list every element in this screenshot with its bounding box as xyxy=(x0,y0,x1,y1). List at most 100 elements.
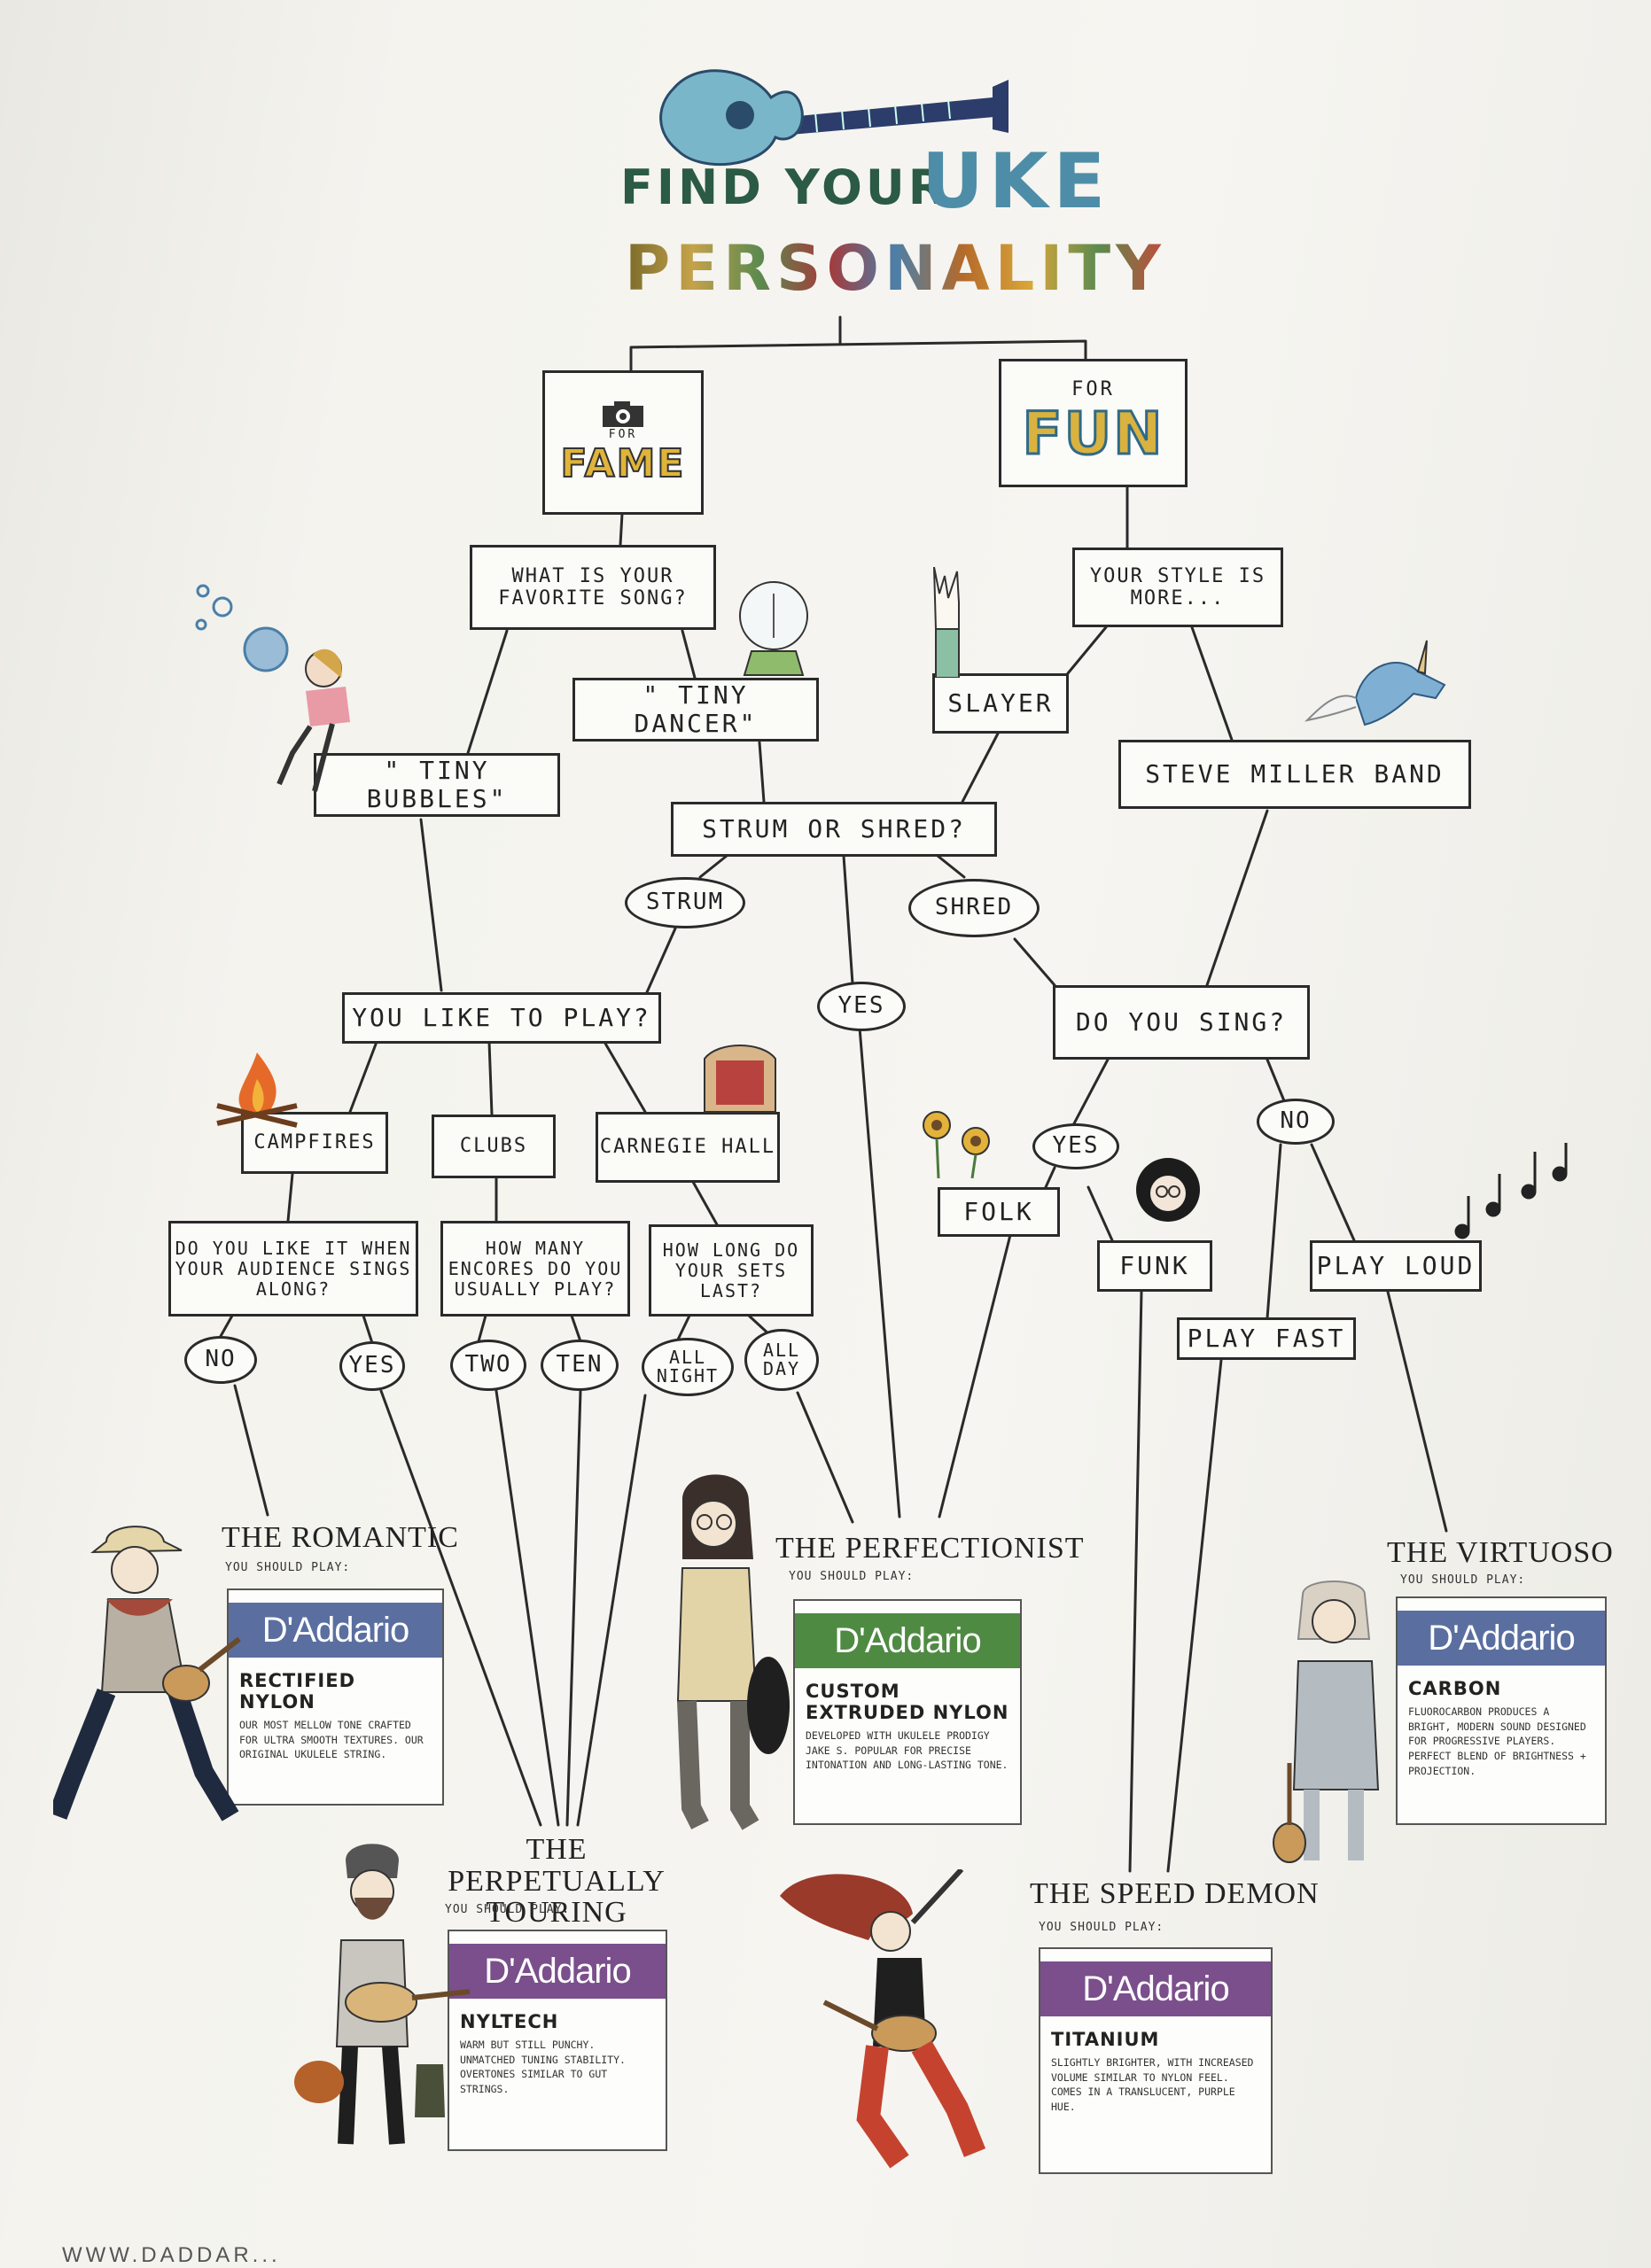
speed-demon-desc: SLIGHTLY BRIGHTER, WITH INCREASED VOLUME… xyxy=(1051,2056,1254,2114)
line-q2-two xyxy=(477,1314,487,1343)
perfectionist-title: THE PERFECTIONIST xyxy=(775,1532,1085,1565)
shred-answer: SHRED xyxy=(908,879,1040,937)
perfectionist-desc: DEVELOPED WITH UKULELE PRODIGY JAKE S. P… xyxy=(806,1729,1009,1772)
virtuoso-card: D'Addario CARBON FLUOROCARBON PRODUCES A… xyxy=(1396,1596,1607,1825)
fun-label: FUN xyxy=(1021,399,1164,469)
romantic-figure xyxy=(53,1526,241,1821)
campfires-answer: CAMPFIRES xyxy=(241,1112,388,1174)
style-question: YOUR STYLE IS MORE... xyxy=(1072,548,1283,627)
speed-demon-title: THE SPEED DEMON xyxy=(1030,1877,1320,1910)
all-day-answer: ALL DAY xyxy=(744,1329,819,1391)
all-night-answer: ALL NIGHT xyxy=(642,1338,734,1396)
line-sing-no xyxy=(1266,1058,1287,1105)
touring-figure xyxy=(294,1844,470,2145)
virtuoso-title: THE VIRTUOSO xyxy=(1387,1536,1614,1569)
line-q3-night xyxy=(676,1314,691,1341)
rock-hand-illustration xyxy=(933,567,960,678)
line-no-loud xyxy=(1310,1143,1356,1242)
line-play-carnegie xyxy=(603,1040,647,1114)
virtuoso-desc: FLUOROCARBON PRODUCES A BRIGHT, MODERN S… xyxy=(1408,1705,1586,1777)
like-to-play-question: YOU LIKE TO PLAY? xyxy=(342,992,661,1044)
romantic-brand: D'Addario xyxy=(229,1603,442,1658)
perfectionist-product: CUSTOM EXTRUDED NYLON xyxy=(806,1681,1009,1723)
folk-answer: FOLK xyxy=(938,1187,1060,1237)
line-play-camp xyxy=(348,1040,378,1114)
virtuoso-product: CARBON xyxy=(1408,1678,1502,1699)
line-fav-dancer xyxy=(681,629,697,680)
fame-label: FAME xyxy=(560,440,686,486)
line-fast-speed xyxy=(1166,1358,1223,1873)
virtuoso-figure xyxy=(1273,1581,1380,1863)
line-steve-sing xyxy=(1205,809,1269,987)
clubs-answer: CLUBS xyxy=(432,1115,556,1178)
line-dancer-strum xyxy=(758,741,766,804)
touring-desc: WARM BUT STILL PUNCHY. UNMATCHED TUNING … xyxy=(460,2039,626,2096)
no-sing-answer: NO xyxy=(1257,1099,1335,1145)
yes-sing-answer: YES xyxy=(1032,1123,1119,1169)
tiny-bubbles-answer: " TINY BUBBLES" xyxy=(314,753,560,817)
title-personality: PERSONALITY xyxy=(625,232,1166,305)
two-answer: TWO xyxy=(450,1340,526,1391)
virtuoso-brand: D'Addario xyxy=(1398,1611,1605,1666)
line-fame-q xyxy=(619,512,624,547)
line-play-clubs xyxy=(487,1040,494,1116)
no-answer: NO xyxy=(184,1336,257,1384)
line-yes-touring xyxy=(379,1389,542,1827)
line-sing-yes xyxy=(1071,1058,1110,1129)
sets-last-question: HOW LONG DO YOUR SETS LAST? xyxy=(649,1224,814,1317)
snow-globe-illustration xyxy=(739,581,808,676)
line-slayer-strum xyxy=(961,732,1000,804)
music-notes-icon xyxy=(1454,1143,1568,1239)
girl-bubbles-illustration xyxy=(195,584,350,792)
line-strum-play xyxy=(645,927,677,994)
line-camp-q xyxy=(286,1172,294,1223)
romantic-product: RECTIFIED NYLON xyxy=(239,1670,356,1713)
line-funk-speed xyxy=(1128,1290,1143,1873)
audience-sings-question: DO YOU LIKE IT WHEN YOUR AUDIENCE SINGS … xyxy=(168,1221,418,1317)
line-bubbles-play xyxy=(419,818,443,992)
play-fast-answer: PLAY FAST xyxy=(1177,1317,1356,1360)
footer-url: WWW.DADDAR... xyxy=(62,2243,281,2267)
campfire-illustration xyxy=(216,1052,298,1128)
for-fame-box: FOR FAME xyxy=(542,370,704,515)
line-yes-perfect xyxy=(858,1026,901,1518)
line-no-romantic xyxy=(233,1384,269,1517)
unicorn-illustration xyxy=(1304,640,1446,726)
touring-product: NYLTECH xyxy=(460,2011,559,2032)
romantic-subtitle: YOU SHOULD PLAY: xyxy=(225,1561,351,1574)
for-fun-box: FOR FUN xyxy=(999,359,1188,487)
line-strumbox-yes xyxy=(842,854,854,985)
romantic-desc: OUR MOST MELLOW TONE CRAFTED FOR ULTRA S… xyxy=(239,1719,424,1761)
speed-demon-subtitle: YOU SHOULD PLAY: xyxy=(1039,1921,1164,1934)
perfectionist-brand: D'Addario xyxy=(795,1613,1020,1668)
line-carn-q xyxy=(691,1180,720,1228)
play-loud-answer: PLAY LOUD xyxy=(1310,1240,1482,1292)
line-fav-bubbles xyxy=(466,629,509,755)
speed-demon-card: D'Addario TITANIUM SLIGHTLY BRIGHTER, WI… xyxy=(1039,1947,1273,2174)
line-folk-perfect xyxy=(938,1233,1012,1518)
line-yes-funk xyxy=(1086,1185,1114,1242)
line-two-touring xyxy=(495,1389,560,1827)
sunflowers-illustration xyxy=(923,1111,990,1178)
camera-icon xyxy=(603,400,643,427)
fame-for: FOR xyxy=(608,427,638,441)
line-q2-ten xyxy=(570,1314,582,1343)
line-style-steve xyxy=(1190,625,1234,742)
slayer-answer: SLAYER xyxy=(932,673,1069,734)
romantic-title: THE ROMANTIC xyxy=(222,1521,459,1554)
speed-demon-figure xyxy=(780,1869,986,2169)
line-yes-folk xyxy=(1044,1166,1056,1189)
carnegie-hall-answer: CARNEGIE HALL xyxy=(596,1112,780,1183)
line-night-touring xyxy=(576,1394,647,1827)
line-day-perfect xyxy=(796,1391,854,1524)
touring-subtitle: YOU SHOULD PLAY: xyxy=(445,1903,571,1916)
funk-answer: FUNK xyxy=(1097,1240,1212,1292)
line-q1-no xyxy=(218,1314,234,1340)
touring-card: D'Addario NYLTECH WARM BUT STILL PUNCHY.… xyxy=(448,1930,667,2151)
perfectionist-figure xyxy=(676,1474,790,1830)
romantic-card: D'Addario RECTIFIED NYLON OUR MOST MELLO… xyxy=(227,1588,444,1806)
touring-title: THE PERPETUALLY TOURING xyxy=(448,1833,666,1930)
ukulele-icon xyxy=(659,69,1009,167)
fun-for: FOR xyxy=(1071,377,1115,400)
